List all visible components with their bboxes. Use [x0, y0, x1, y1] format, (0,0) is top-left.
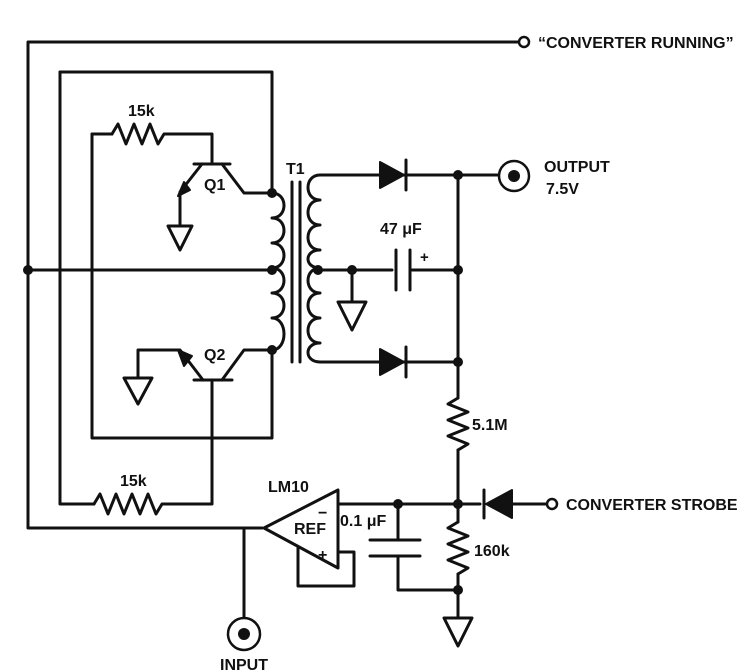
- label-opamp-ref: REF: [294, 521, 326, 538]
- resistor-15k-bottom: [92, 492, 172, 516]
- resistor-15k-top: [110, 122, 170, 146]
- junction-dots: [23, 170, 463, 595]
- opamp-lm10: [262, 488, 340, 570]
- ground-q1: [166, 224, 194, 252]
- transistor-q1: [177, 160, 274, 228]
- inner-loop-wire: [58, 70, 274, 506]
- output-terminal: [497, 159, 531, 193]
- ground-output: [442, 588, 474, 648]
- ground-q2: [122, 376, 154, 406]
- transformer-t1: [270, 173, 322, 364]
- converter-running-line: [26, 35, 531, 530]
- label-resistor-160k: 160k: [474, 543, 510, 560]
- input-terminal: [226, 616, 262, 652]
- label-opamp-plus: +: [318, 547, 327, 564]
- label-q2: Q2: [204, 347, 225, 364]
- label-capacitor-47uf: 47 μF: [380, 221, 422, 238]
- label-input: INPUT: [220, 657, 268, 672]
- converter-strobe-terminal: [545, 497, 559, 511]
- label-output-voltage: 7.5V: [546, 181, 579, 198]
- converter-running-terminal: [517, 35, 531, 49]
- opamp-plus-feedback-wire: [296, 546, 356, 588]
- diode-bottom: [379, 345, 408, 379]
- label-output: OUTPUT: [544, 159, 610, 176]
- capacitor-0-1uf: [368, 538, 422, 558]
- label-converter-running: “CONVERTER RUNNING”: [538, 35, 734, 52]
- label-opamp-lm10: LM10: [268, 479, 309, 496]
- transistor-q2: [136, 348, 274, 382]
- cap-01-wire-bottom: [396, 554, 460, 592]
- diode-top: [379, 158, 408, 192]
- label-capacitor-0-1uf: 0.1 μF: [340, 513, 386, 530]
- label-capacitor-plus: +: [420, 249, 429, 266]
- center-loop-wire: [90, 132, 274, 440]
- label-q1: Q1: [204, 177, 225, 194]
- capacitor-47uf: [394, 248, 412, 292]
- diode-strobe: [482, 488, 513, 520]
- label-resistor-5-1m: 5.1M: [472, 417, 508, 434]
- resistor-160k: [446, 520, 470, 576]
- label-resistor-15k-top: 15k: [128, 103, 155, 120]
- label-resistor-15k-bottom: 15k: [120, 473, 147, 490]
- label-opamp-minus: −: [318, 505, 327, 522]
- label-converter-strobe: CONVERTER STROBE: [566, 497, 738, 514]
- ground-secondary: [336, 266, 368, 332]
- label-t1: T1: [286, 161, 305, 178]
- resistor-5-1m: [446, 396, 470, 452]
